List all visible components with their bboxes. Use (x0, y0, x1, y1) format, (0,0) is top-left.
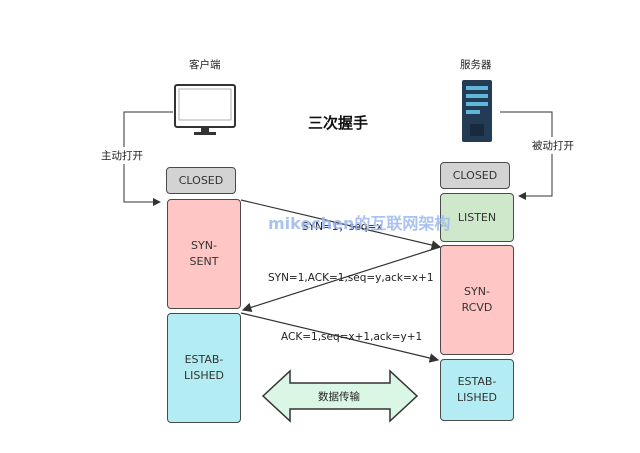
message-arrow-ack (240, 312, 440, 363)
watermark: mikechen的互联网架构 (268, 214, 451, 233)
server-state-established: ESTAB- LISHED (440, 359, 514, 421)
diagram-title: 三次握手 (308, 114, 369, 132)
server-open-connector (500, 111, 553, 200)
server-label: 服务器 (460, 59, 492, 71)
server-icon (462, 80, 492, 142)
transfer-double-arrow (261, 369, 419, 423)
message-arrow-syn (240, 199, 442, 250)
client-state-closed: CLOSED (166, 167, 236, 194)
message-label-syn-ack: SYN=1,ACK=1,seq=y,ack=x+1 (268, 272, 434, 284)
server-state-syn-rcvd: SYN- RCVD (440, 245, 514, 355)
client-state-syn-sent: SYN- SENT (167, 199, 241, 309)
message-label-ack: ACK=1,seq=x+1,ack=y+1 (281, 331, 423, 343)
monitor-icon (174, 84, 236, 135)
message-label-syn: SYN=1，seq=x (302, 221, 383, 233)
server-state-closed: CLOSED (440, 162, 510, 189)
message-arrow-syn-ack (241, 246, 441, 313)
server-open-label: 被动打开 (532, 137, 574, 154)
client-open-label: 主动打开 (101, 147, 143, 164)
client-label: 客户端 (189, 59, 221, 71)
client-state-established: ESTAB- LISHED (167, 313, 241, 423)
transfer-label: 数据传输 (318, 391, 360, 403)
server-state-listen: LISTEN (440, 193, 514, 242)
